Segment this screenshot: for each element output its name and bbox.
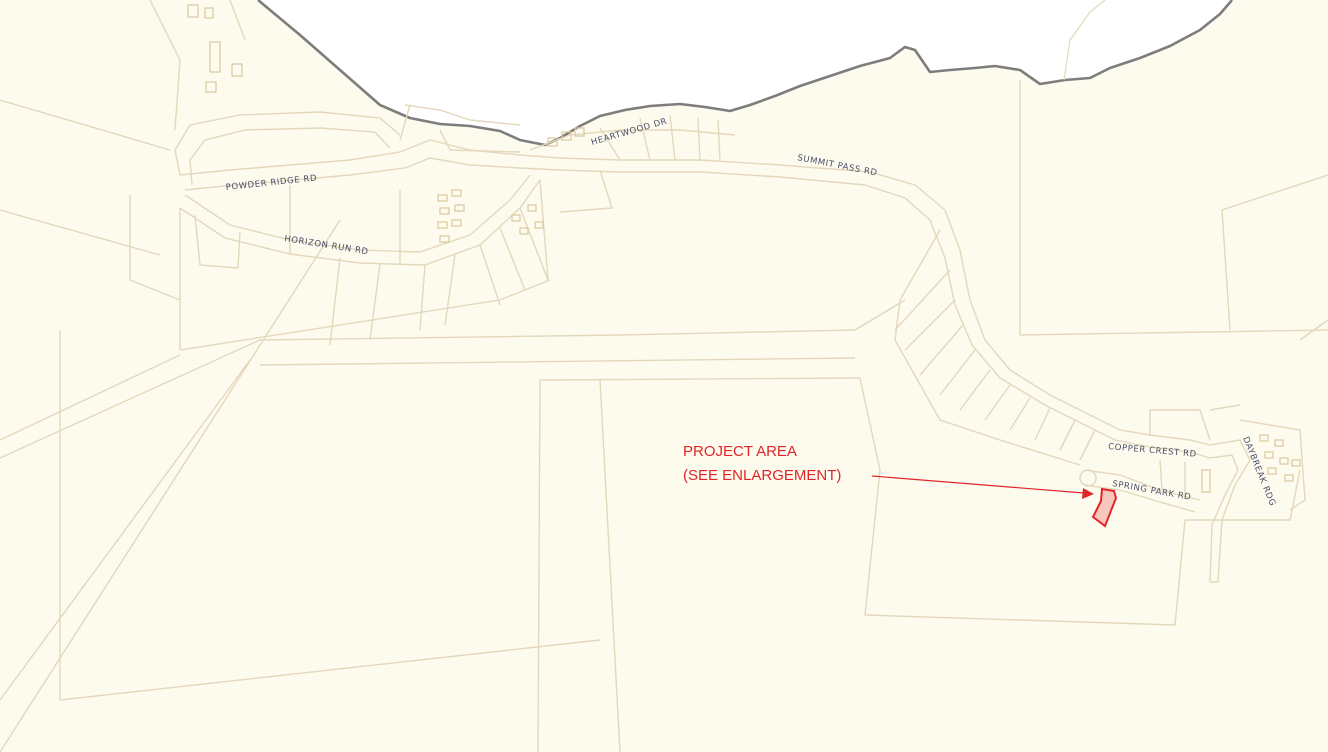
callout-arrowhead bbox=[1082, 488, 1094, 499]
project-callout: PROJECT AREA (SEE ENLARGEMENT) bbox=[683, 443, 1118, 528]
lake bbox=[257, 0, 1233, 147]
project-area-parcel[interactable] bbox=[1091, 487, 1118, 528]
buildings bbox=[187, 4, 1301, 493]
project-area-label-line1: PROJECT AREA bbox=[683, 443, 797, 460]
project-area-label-line2: (SEE ENLARGEMENT) bbox=[683, 467, 841, 484]
shoreline bbox=[257, 0, 1233, 147]
lot-lines bbox=[129, 104, 1306, 511]
callout-leader-line bbox=[871, 475, 1085, 494]
